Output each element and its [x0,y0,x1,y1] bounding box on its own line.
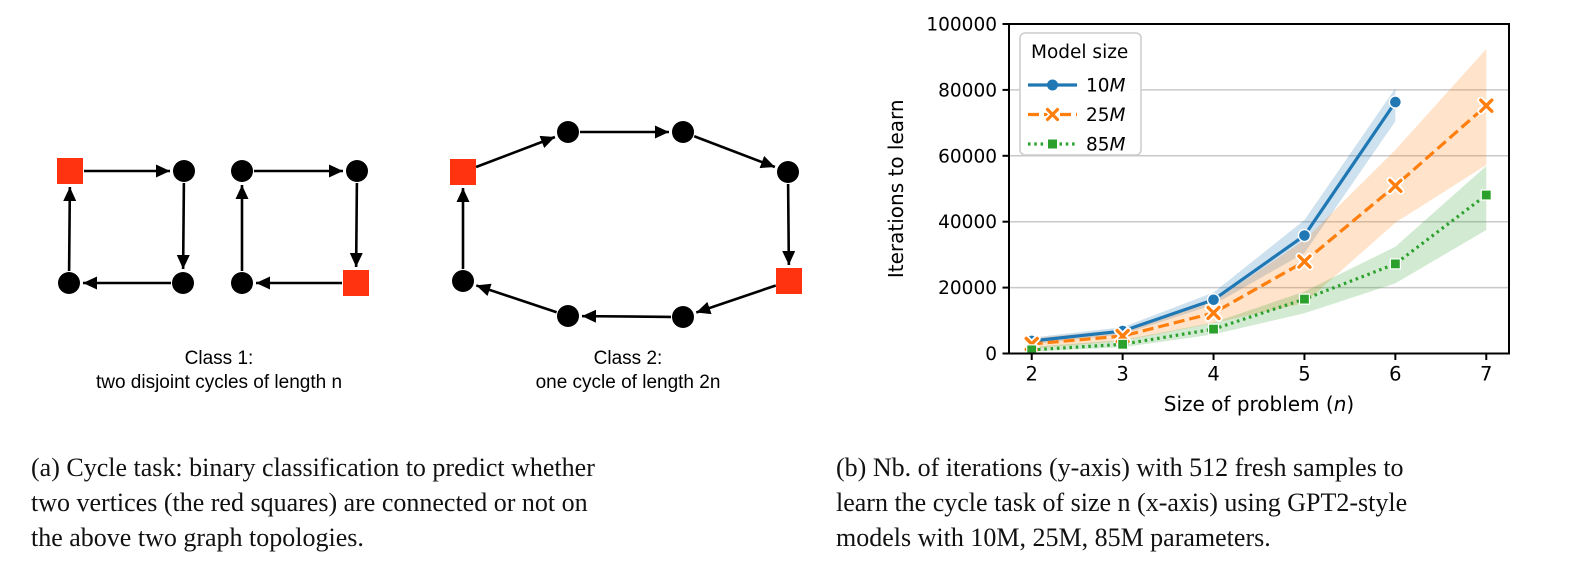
black-circle-node [172,272,194,294]
y-tick-label: 20000 [938,278,997,299]
arrow-edge [581,309,672,323]
data-point-marker [1207,323,1220,335]
x-tick-label: 2 [1026,363,1038,386]
black-circle-node [557,305,579,327]
red-square-node [57,158,83,184]
black-circle-node [557,121,579,143]
plot-frame [1008,23,1510,355]
y-tick-label: 40000 [938,212,997,233]
data-point-marker [1297,228,1312,243]
data-point-marker [1480,189,1492,201]
arrow-edge [176,182,190,270]
data-point-marker [1388,95,1403,109]
x-tick-label: 3 [1116,363,1128,386]
arrow-edge [693,135,776,169]
arrow-edge [695,284,777,315]
confidence-band-10M [1031,88,1396,345]
data-point-marker [1388,178,1403,193]
y-axis-label: Iterations to learn [884,99,908,278]
red-square-node [776,268,802,294]
y-tick-label: 100000 [926,15,997,36]
legend-marker [1047,138,1058,150]
arrow-edge [349,182,363,268]
caption-a: (a) Cycle task: binary classification to… [31,450,595,555]
black-circle-node [231,272,253,294]
caption-a-line2: two vertices (the red squares) are conne… [31,488,588,517]
black-circle-node [231,160,253,182]
caption-b-line3: models with 10M, 25M, 85M parameters. [836,523,1271,552]
data-point-marker [1389,258,1401,270]
legend-label: 25M [1086,105,1126,126]
legend-label: 85M [1086,135,1126,156]
y-tick-label: 60000 [938,146,997,167]
data-point-marker [1206,305,1221,321]
confidence-band-25M [1031,49,1487,349]
y-tick-label: 0 [985,344,997,365]
legend-entry-85M: 85M [1028,135,1126,156]
legend-title: Model size [1031,42,1128,63]
legend-box [1019,32,1142,156]
series-line-85M [1031,193,1488,352]
y-tick-label: 80000 [938,80,997,101]
data-point-marker [1117,338,1129,350]
legend-marker [1045,107,1060,122]
class2-label: Class 2: one cycle of length 2n [428,347,828,395]
data-point-marker [1298,293,1311,305]
black-circle-node [173,160,195,182]
x-axis-label: Size of problem (n) [1164,392,1354,416]
class2-label-line2: one cycle of length 2n [535,372,721,393]
axis-labels: Size of problem (n) Iterations to learn [884,99,1354,416]
black-circle-node [452,270,474,292]
class1-label-line2: two disjoint cycles of length n [95,372,343,393]
legend-label: 10M [1086,76,1126,97]
axis-ticks: 2 3 4 5 6 7 0 20000 40000 60000 80000 100000 [926,15,1492,386]
plot-border [1008,23,1510,355]
black-circle-node [777,161,799,183]
data-point-marker [1297,254,1312,269]
data-point-marker [1479,98,1494,113]
caption-b-line1: (b) Nb. of iterations (y-axis) with 512 … [836,453,1404,482]
caption-a-line3: the above two graph topologies. [31,523,364,552]
caption-b: (b) Nb. of iterations (y-axis) with 512 … [836,450,1407,555]
arrow-edge [475,135,556,169]
legend-entry-25M: 25M [1028,105,1126,126]
x-tick-label: 5 [1298,363,1310,386]
disjoint-cycle-left [57,158,195,294]
x-tick-label: 7 [1480,363,1492,386]
series-lines [1022,95,1496,356]
caption-b-line2: learn the cycle task of size n (x-axis) … [836,488,1408,517]
black-circle-node [346,160,368,182]
iterations-chart: 2 3 4 5 6 7 0 20000 40000 60000 80000 100000 Size o… [884,15,1510,416]
black-circle-node [58,272,80,294]
legend: Model size 10M 25M 85M [1019,32,1142,156]
legend-marker [1047,79,1058,91]
series-85M [1026,189,1492,356]
legend-entry-10M: 10M [1028,76,1126,97]
arrow-edge [475,283,558,314]
figure-a-diagram [57,121,802,328]
red-square-node [450,159,476,185]
red-square-node [343,270,369,296]
data-point-marker [1206,293,1221,307]
x-tick-label: 4 [1207,363,1219,386]
class1-label-line1: Class 1: [184,348,254,369]
black-circle-node [672,306,694,328]
arrow-edge [63,186,77,272]
arrow-edge [782,183,796,266]
x-tick-label: 6 [1389,363,1401,386]
single-cycle-2n [450,121,802,328]
black-circle-node [672,121,694,143]
caption-a-line1: (a) Cycle task: binary classification to… [31,453,595,482]
disjoint-cycle-right [231,160,369,296]
class2-label-line1: Class 2: [593,348,663,369]
class1-label: Class 1: two disjoint cycles of length n [19,347,419,395]
